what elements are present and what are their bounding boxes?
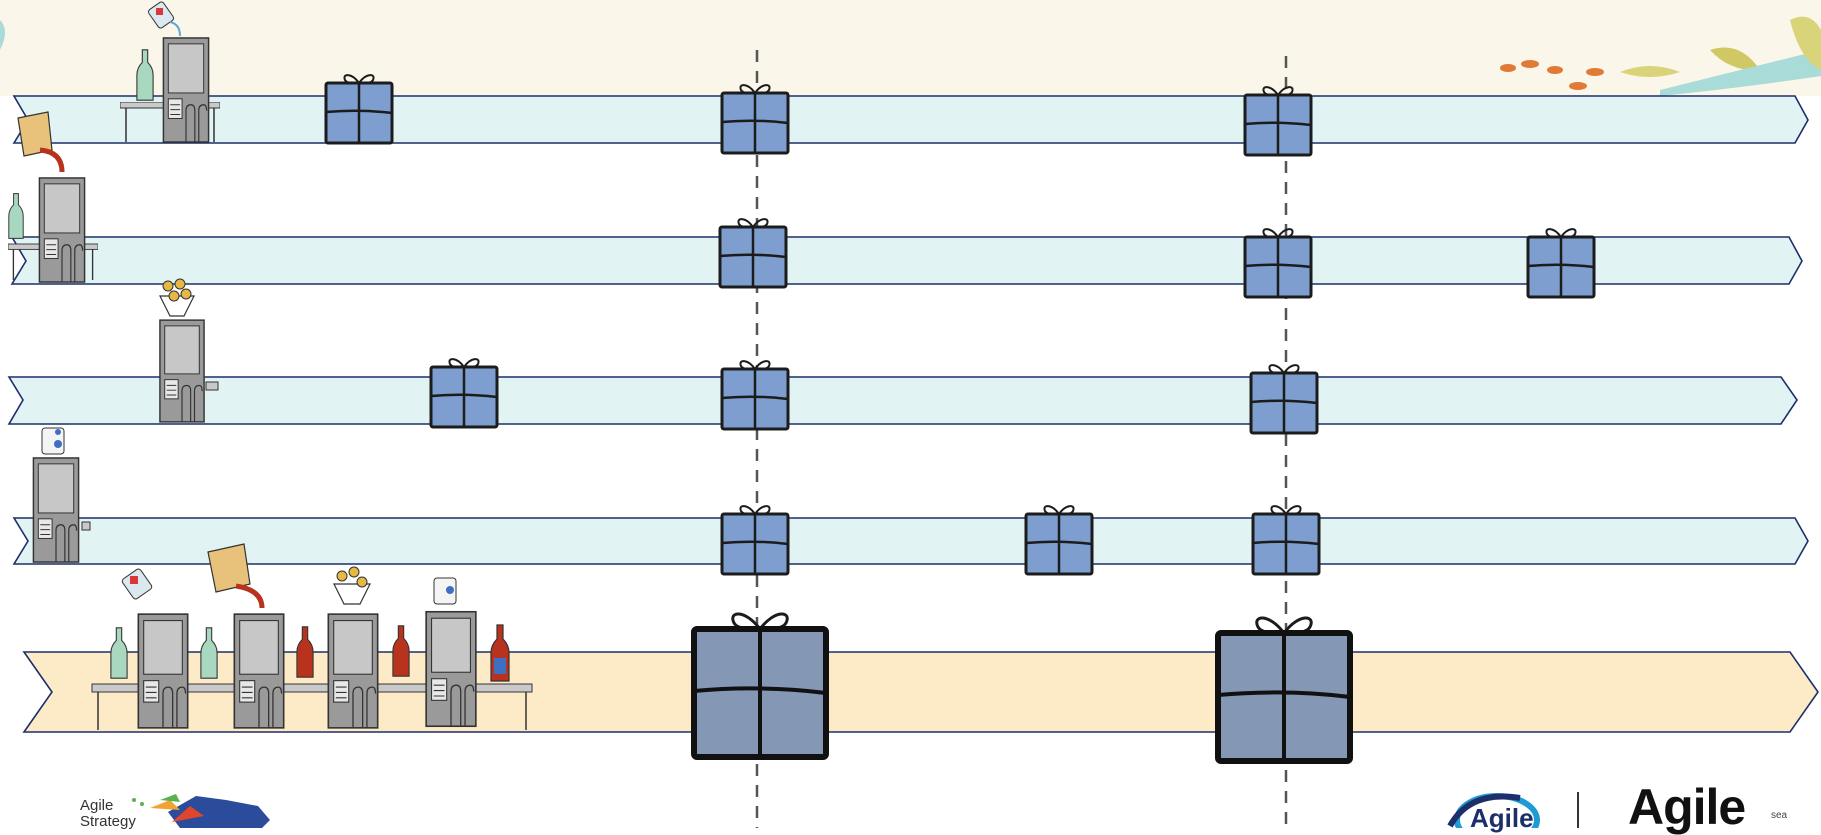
gift-box-icon <box>1251 504 1321 576</box>
strategy-logo-label: Agile Strategy <box>80 797 136 830</box>
gift-box-icon <box>720 83 790 155</box>
lane-1 <box>12 95 1809 144</box>
strategy-logo-icon <box>132 794 270 828</box>
agile-circle-logo-icon <box>1447 793 1540 828</box>
lane-2 <box>10 236 1803 285</box>
gift-box-icon <box>1024 504 1094 576</box>
combined-production-line-icon <box>91 543 533 730</box>
gift-box-icon <box>720 504 790 576</box>
brand-suffix: sea <box>1771 810 1788 821</box>
gift-box-icon <box>720 359 790 431</box>
agile-circle-logo-label: Agile <box>1470 803 1534 833</box>
label-roll-icon <box>32 427 91 563</box>
cork-stopper-icon <box>159 278 219 423</box>
large-gift-box-icon <box>694 614 826 757</box>
gift-box-icon <box>324 73 394 145</box>
lane-4 <box>12 517 1809 565</box>
decorative-leaves-icon <box>0 16 1821 96</box>
gift-box-icon <box>1249 363 1319 435</box>
lane-3 <box>7 376 1798 425</box>
gift-box-icon <box>718 217 788 289</box>
header-band <box>0 0 1821 96</box>
large-gift-box-icon <box>1218 618 1350 761</box>
brand-wordmark: Agile <box>1628 779 1746 835</box>
gift-box-icon <box>1243 85 1313 157</box>
gift-box-icon <box>429 357 499 429</box>
gift-box-icon <box>1243 227 1313 299</box>
gift-box-icon <box>1526 227 1596 299</box>
water-bottle-pour-icon <box>120 1 220 143</box>
pitcher-pour-icon <box>8 111 98 283</box>
